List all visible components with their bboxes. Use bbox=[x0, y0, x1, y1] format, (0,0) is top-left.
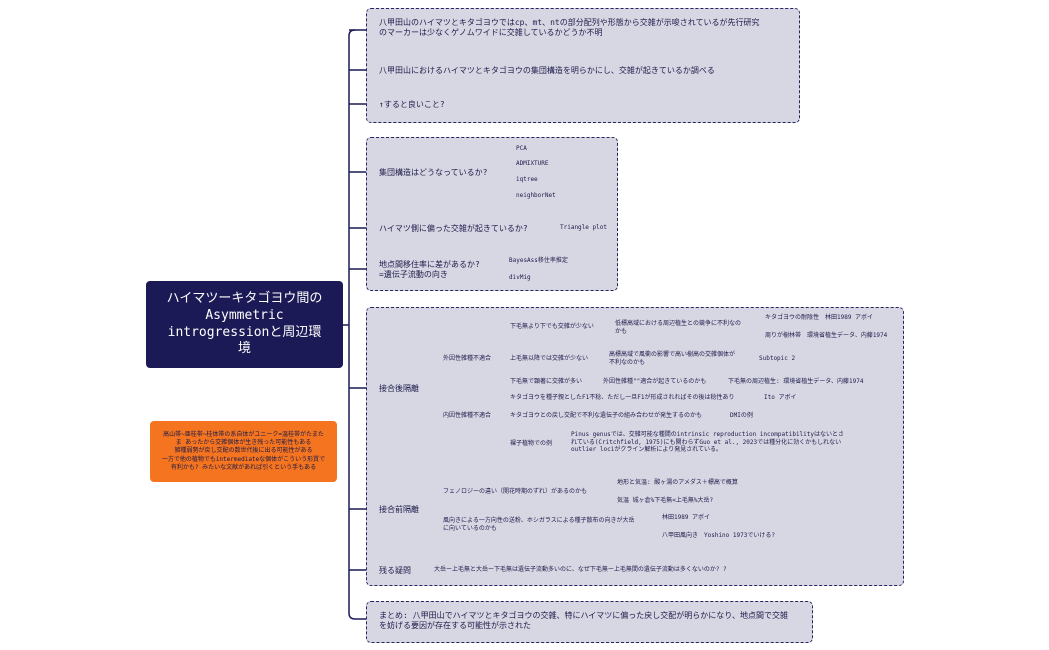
ref-shade-tolerance[interactable]: キタゴヨウの耐陰性 林田1989 アボイ bbox=[765, 314, 874, 321]
method-pca[interactable]: PCA bbox=[516, 145, 527, 152]
int-pinus-note[interactable]: Pinus genusでは、交雑可能な種間のintrinsic reproduc… bbox=[571, 431, 845, 453]
method-iqtree[interactable]: iqtree bbox=[516, 176, 538, 183]
note-callout[interactable]: 高山帯~亜桂帯~桂体帯の系自体がユニーク=温桂帯がたまた ま あったから交雑個体… bbox=[150, 421, 337, 482]
ext-above-kamikenashi[interactable]: 上毛無以降では交雑が少ない bbox=[510, 355, 589, 362]
pre-wind-direction[interactable]: 風向きによる一方向性の送粉、ホシガラスによる種子散布の向きが大岳 に向いているの… bbox=[443, 517, 635, 532]
int-gymnosperm-example[interactable]: 裸子植物での例 bbox=[510, 440, 553, 447]
method-admixture[interactable]: ADMIXTURE bbox=[516, 160, 549, 167]
int-f1-sterility[interactable]: キタゴヨウを種子親としたF1不稔、ただし一旦F1が形成されればその後は稔性あり bbox=[510, 394, 735, 401]
ext-adaptation-hypothesis[interactable]: 外因性雑種""適合が起きているのかも bbox=[603, 378, 707, 385]
subtopic-2[interactable]: Subtopic 2 bbox=[759, 355, 796, 362]
question-migration-rate[interactable]: 地点間移住率に差があるか? =遺伝子流動の向き bbox=[379, 260, 480, 279]
ext-shimokenashi-many[interactable]: 下毛無で顕著に交雑が多い bbox=[510, 378, 583, 385]
ref-ito[interactable]: Ito アボイ bbox=[764, 394, 797, 401]
ext-wind-hypothesis[interactable]: 高標高域で風衝の影響で高い樹高の交雑個体が 不利なのかも bbox=[609, 351, 736, 366]
method-divmig[interactable]: divMig bbox=[509, 274, 531, 281]
ref-dmi[interactable]: DMIの例 bbox=[730, 412, 753, 419]
summary-text[interactable]: まとめ: 八甲田山でハイマツとキタゴヨウの交雑、特にハイマツに偏った戻し交配が明… bbox=[379, 611, 788, 630]
post-zygotic-isolation[interactable]: 接合後隔離 bbox=[379, 384, 419, 393]
method-neighbornet[interactable]: neighborNet bbox=[516, 192, 556, 199]
ref-yoshino[interactable]: 八甲田風向き Yoshino 1973でいける? bbox=[662, 532, 775, 539]
method-bayesass[interactable]: BayesAss移住率推定 bbox=[509, 257, 568, 264]
phen-temperature-gradient[interactable]: 気温 城ヶ倉%下毛無<上毛無%大岳? bbox=[617, 497, 714, 504]
int-backcross-combination[interactable]: キタゴヨウとの戻し交配で不利な遺伝子の組み合わせが発生するのかも bbox=[510, 412, 702, 419]
topic-group-background[interactable] bbox=[366, 8, 800, 123]
objective-item[interactable]: 八甲田山におけるハイマツとキタゴヨウの集団構造を明らかにし、交雑が起きているか調… bbox=[379, 66, 715, 75]
extrinsic-incompatibility[interactable]: 外因性雑種不適合 bbox=[443, 355, 492, 362]
remaining-question[interactable]: 残る疑問 bbox=[379, 566, 411, 575]
background-item[interactable]: 八甲田山のハイマツとキタゴヨウではcp、mt、ntの部分配列や形態から交雑が示唆… bbox=[379, 18, 760, 37]
ref-forest-zone[interactable]: 周りが樹林帯 環境省植生データ、内藤1974 bbox=[765, 332, 888, 339]
phen-terrain-temperature[interactable]: 地形と気温: 酸ヶ湯のアメダス＋標高で概算 bbox=[617, 479, 738, 486]
question-population-structure[interactable]: 集団構造はどうなっているか? bbox=[379, 168, 488, 177]
question-biased-hybridization[interactable]: ハイマツ側に偏った交雑が起きているか? bbox=[379, 224, 528, 233]
ref-vegetation-data[interactable]: 下毛無の周辺植生: 環境省植生データ、内藤1974 bbox=[728, 378, 864, 385]
benefit-item[interactable]: ↑すると良いこと? bbox=[379, 100, 445, 109]
topic-group-questions[interactable] bbox=[366, 137, 618, 291]
ref-hayashida[interactable]: 林田1989 アボイ bbox=[662, 514, 711, 521]
remaining-question-detail[interactable]: 大岳ー上毛無と大岳ー下毛無は遺伝子流動多いのに、なぜ下毛無ー上毛無間の遺伝子流動… bbox=[434, 566, 727, 573]
ext-below-shimokenashi[interactable]: 下毛無より下でも交雑が少ない bbox=[510, 323, 594, 330]
intrinsic-incompatibility[interactable]: 内因性雑種不適合 bbox=[443, 412, 492, 419]
root-topic[interactable]: ハイマツーキタゴヨウ間の Asymmetric introgressionと周辺… bbox=[146, 281, 343, 368]
method-triangle-plot[interactable]: Triangle plot bbox=[560, 224, 607, 231]
topic-group-isolation[interactable] bbox=[366, 307, 904, 586]
ext-competition-hypothesis[interactable]: 低標高域における周辺植生との競争に不利なの かも bbox=[615, 320, 741, 335]
pre-zygotic-isolation[interactable]: 接合前隔離 bbox=[379, 505, 419, 514]
topic-group-summary[interactable] bbox=[366, 601, 813, 643]
pre-phenology[interactable]: フェノロジーの違い（開花時期のずれ）があるのかも bbox=[443, 488, 588, 495]
